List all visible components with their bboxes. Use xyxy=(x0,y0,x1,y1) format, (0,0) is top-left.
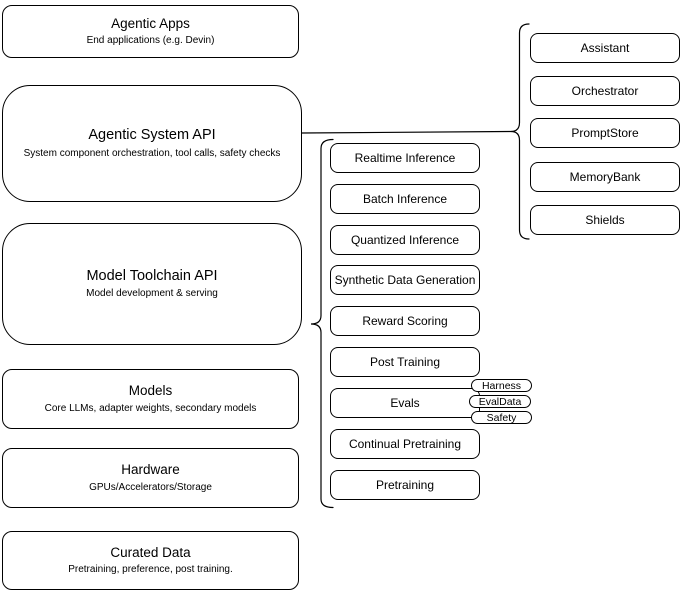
node-promptstore: PromptStore xyxy=(530,118,680,148)
node-subtitle: Model development & serving xyxy=(86,288,218,300)
toolchain-brace xyxy=(310,138,334,509)
node-realtime-inference: Realtime Inference xyxy=(330,143,480,173)
node-reward-scoring: Reward Scoring xyxy=(330,306,480,336)
tag-harness: Harness xyxy=(471,379,532,392)
node-label: PromptStore xyxy=(571,126,639,140)
node-continual-pretraining: Continual Pretraining xyxy=(330,429,480,459)
node-pretraining: Pretraining xyxy=(330,470,480,500)
node-assistant: Assistant xyxy=(530,33,680,63)
node-model-toolchain-api: Model Toolchain API Model development & … xyxy=(2,223,302,345)
node-label: Reward Scoring xyxy=(362,314,448,328)
node-label: Quantized Inference xyxy=(350,233,460,247)
node-title: Hardware xyxy=(121,462,180,478)
node-agentic-system-api: Agentic System API System component orch… xyxy=(2,85,302,202)
node-hardware: Hardware GPUs/Accelerators/Storage xyxy=(2,448,299,508)
node-quantized-inference: Quantized Inference xyxy=(330,225,480,255)
node-label: Pretraining xyxy=(375,478,435,492)
node-title: Model Toolchain API xyxy=(86,267,218,284)
node-title: Models xyxy=(128,383,173,399)
node-label: Orchestrator xyxy=(571,84,639,98)
node-curated-data: Curated Data Pretraining, preference, po… xyxy=(2,531,299,590)
tag-safety: Safety xyxy=(471,411,532,424)
node-title: Curated Data xyxy=(110,544,191,560)
node-label: Shields xyxy=(585,213,625,227)
node-title: Agentic Apps xyxy=(111,15,190,31)
node-subtitle: End applications (e.g. Devin) xyxy=(86,35,215,47)
node-subtitle: GPUs/Accelerators/Storage xyxy=(89,481,212,493)
node-title: Agentic System API xyxy=(88,127,216,144)
node-label: Assistant xyxy=(580,41,630,55)
node-label: Synthetic Data Generation xyxy=(334,273,476,287)
node-label: Realtime Inference xyxy=(354,151,456,165)
node-shields: Shields xyxy=(530,205,680,235)
system-api-to-components-line xyxy=(301,130,512,134)
system-components-brace xyxy=(510,23,530,240)
node-label: Batch Inference xyxy=(362,192,448,206)
node-post-training: Post Training xyxy=(330,347,480,377)
node-subtitle: System component orchestration, tool cal… xyxy=(23,147,281,159)
node-label: Continual Pretraining xyxy=(348,437,462,451)
node-subtitle: Pretraining, preference, post training. xyxy=(68,564,233,576)
node-label: MemoryBank xyxy=(569,170,641,184)
node-agentic-apps: Agentic Apps End applications (e.g. Devi… xyxy=(2,5,299,58)
tag-evaldata: EvalData xyxy=(469,395,531,408)
node-memorybank: MemoryBank xyxy=(530,162,680,192)
node-batch-inference: Batch Inference xyxy=(330,184,480,214)
node-evals: Evals xyxy=(330,388,480,418)
tag-label: EvalData xyxy=(478,395,522,408)
node-synthetic-data-generation: Synthetic Data Generation xyxy=(330,265,480,295)
node-models: Models Core LLMs, adapter weights, secon… xyxy=(2,369,299,429)
node-orchestrator: Orchestrator xyxy=(530,76,680,106)
node-label: Post Training xyxy=(369,355,441,369)
tag-label: Harness xyxy=(481,379,522,392)
tag-label: Safety xyxy=(486,411,517,424)
node-subtitle: Core LLMs, adapter weights, secondary mo… xyxy=(44,402,257,414)
node-label: Evals xyxy=(390,396,420,410)
